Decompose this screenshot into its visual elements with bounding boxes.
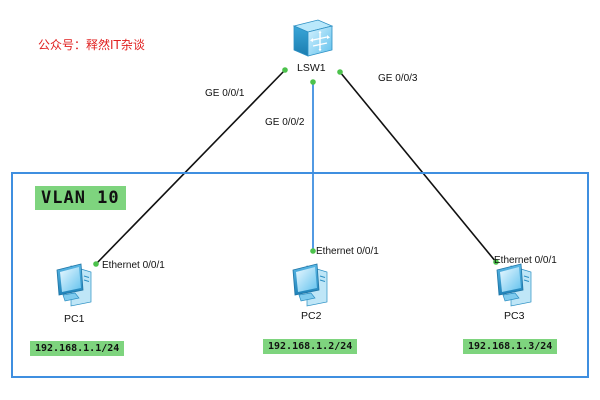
- pc3-port-label: Ethernet 0/0/1: [494, 255, 557, 266]
- pc2-port-label: Ethernet 0/0/1: [316, 246, 379, 257]
- pc-icon: [56, 263, 92, 307]
- port-dot-sw-2: [310, 79, 316, 85]
- port-dot-sw-1: [282, 67, 288, 73]
- switch-port-label-1: GE 0/0/1: [205, 88, 245, 99]
- link-pc3: [339, 71, 497, 263]
- port-dot-pc-3: [493, 259, 499, 265]
- pc2-ip-badge: 192.168.1.2/24: [263, 339, 358, 354]
- pc1-ip-badge: 192.168.1.1/24: [30, 341, 125, 356]
- pc-node-2[interactable]: [287, 262, 333, 308]
- pc1-name: PC1: [64, 313, 85, 325]
- pc1-port-label: Ethernet 0/0/1: [102, 260, 165, 271]
- link-pc1: [95, 69, 286, 265]
- vlan-label: VLAN 10: [35, 186, 126, 210]
- pc3-ip-badge: 192.168.1.3/24: [463, 339, 558, 354]
- watermark-text: 公众号：释然IT杂谈: [38, 38, 145, 52]
- switch-port-label-3: GE 0/0/3: [378, 73, 418, 84]
- switch-name: LSW1: [297, 62, 326, 74]
- vlan-boundary: [11, 172, 589, 378]
- pc-node-3[interactable]: [491, 262, 537, 308]
- port-dot-pc-2: [310, 248, 316, 254]
- pc-node-1[interactable]: [51, 262, 97, 308]
- port-dot-pc-1: [93, 261, 99, 267]
- pc-icon: [292, 263, 328, 307]
- pc-icon: [496, 263, 532, 307]
- pc2-name: PC2: [301, 310, 322, 322]
- switch-lsw1[interactable]: [288, 16, 338, 60]
- port-dot-sw-3: [337, 69, 343, 75]
- switch-port-label-2: GE 0/0/2: [265, 117, 305, 128]
- pc3-name: PC3: [504, 310, 525, 322]
- switch-icon: [292, 19, 334, 57]
